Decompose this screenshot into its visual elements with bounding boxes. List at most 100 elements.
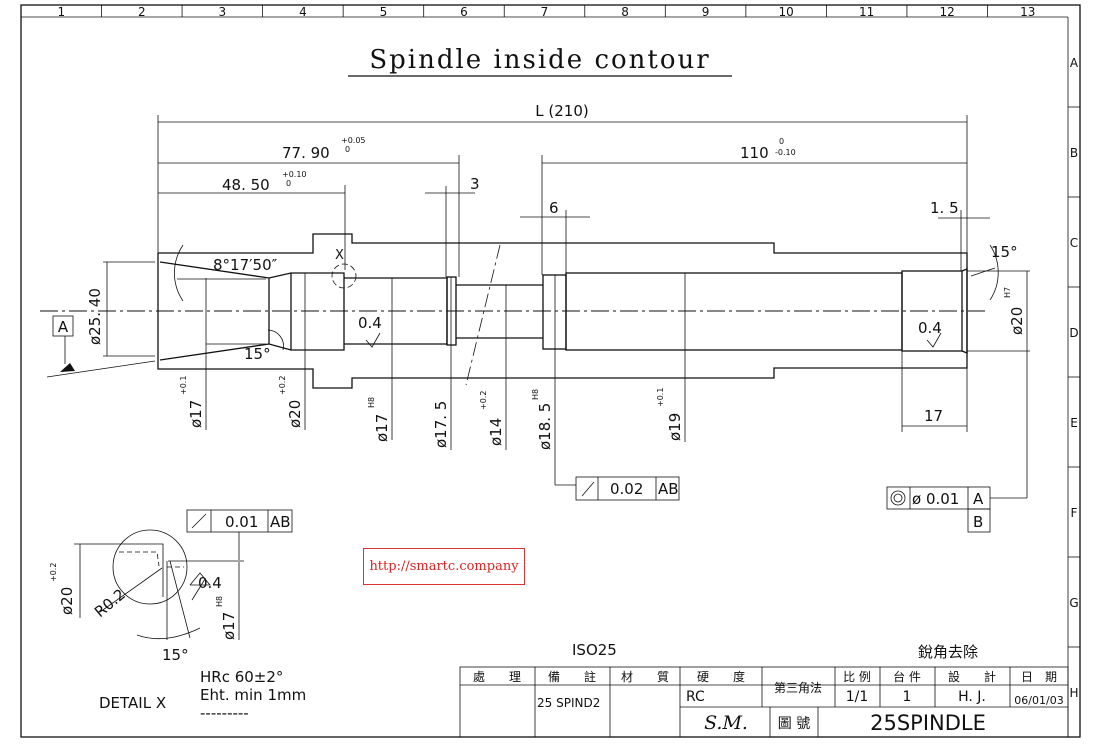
dim-6: 6 <box>549 199 559 217</box>
svg-text:圖 號: 圖 號 <box>778 716 810 732</box>
svg-text:0.4: 0.4 <box>198 574 222 592</box>
dim-3: 3 <box>470 175 480 193</box>
svg-text:ø20: ø20 <box>286 400 304 428</box>
ruler-number: 1 <box>57 5 65 19</box>
hardness-note: HRc 60±2° <box>200 668 283 686</box>
svg-text:+0.1: +0.1 <box>656 388 665 407</box>
svg-text:ø 0.01: ø 0.01 <box>912 490 959 508</box>
ruler-letter: B <box>1070 146 1078 160</box>
roughness-symbol <box>365 332 381 348</box>
dim-17: 17 <box>924 407 943 425</box>
roughness-value: 0.4 <box>358 314 382 332</box>
svg-text:+0.2: +0.2 <box>479 391 488 410</box>
drawing-title: Spindle inside contour <box>369 45 710 75</box>
dim-48-50: 48. 50 <box>222 176 270 194</box>
svg-text:AB: AB <box>270 513 291 531</box>
spindle-outline <box>40 233 985 389</box>
svg-text:+0.2: +0.2 <box>278 376 287 395</box>
svg-text:0.01: 0.01 <box>225 513 258 531</box>
svg-text:備 註: 備 註 <box>548 669 596 684</box>
ruler-number: 4 <box>299 5 307 19</box>
svg-text:ø17: ø17 <box>373 414 391 442</box>
detail-x-marker: X <box>335 248 344 263</box>
svg-text:S.M.: S.M. <box>704 712 748 734</box>
svg-text:ø18. 5: ø18. 5 <box>536 403 554 450</box>
datum-a-label: A <box>58 318 69 336</box>
svg-text:ø20: ø20 <box>1008 307 1026 335</box>
svg-text:B: B <box>973 513 983 531</box>
svg-text:ø17. 5: ø17. 5 <box>432 401 450 448</box>
svg-text:H8: H8 <box>531 389 540 400</box>
tol-lower: -0.10 <box>775 148 796 157</box>
svg-text:H. J.: H. J. <box>958 689 986 705</box>
svg-text:A: A <box>973 490 984 508</box>
svg-text:處 理: 處 理 <box>473 670 521 684</box>
svg-text:R0.2: R0.2 <box>91 585 129 621</box>
svg-text:ø19: ø19 <box>666 413 684 441</box>
dim-1-5: 1. 5 <box>930 199 959 217</box>
runout-arrow-icon <box>581 481 595 497</box>
ruler-letter: D <box>1069 326 1078 340</box>
svg-text:DETAIL X: DETAIL X <box>99 694 166 712</box>
svg-text:0.02: 0.02 <box>610 480 643 498</box>
svg-text:ø14: ø14 <box>487 418 505 446</box>
svg-text:06/01/03: 06/01/03 <box>1014 694 1063 707</box>
svg-text:25 SPIND2: 25 SPIND2 <box>537 696 600 710</box>
title-block: 處 理 備 註 材 質 硬 度 第三角法 比 例 台 件 設 計 日 期 25 … <box>459 666 1069 738</box>
ruler-letter: H <box>1069 686 1078 700</box>
svg-text:25SPINDLE: 25SPINDLE <box>870 711 986 735</box>
svg-text:AB: AB <box>658 480 679 498</box>
concentricity-frame: ø 0.01 A B <box>886 486 991 533</box>
dim-77-90: 77. 90 <box>282 144 330 162</box>
tol-upper: 0 <box>779 137 784 146</box>
svg-text:1: 1 <box>903 689 912 705</box>
dimension-lines <box>46 115 1030 499</box>
svg-text:ø17: ø17 <box>187 400 205 428</box>
roughness-symbol <box>926 332 942 348</box>
svg-text:15°: 15° <box>162 646 189 664</box>
svg-text:ø17: ø17 <box>220 612 238 640</box>
svg-text:設 計: 設 計 <box>948 669 996 684</box>
svg-text:台 件: 台 件 <box>893 669 921 684</box>
datum-triangle <box>60 363 75 372</box>
svg-text:ø25. 40: ø25. 40 <box>86 288 104 345</box>
runout-arrow-icon <box>191 513 207 529</box>
ruler-number: 7 <box>541 5 549 19</box>
svg-text:材 質: 材 質 <box>621 669 669 684</box>
svg-text:ø20: ø20 <box>58 587 76 615</box>
ruler-letter: C <box>1070 236 1078 250</box>
ruler-letter: E <box>1070 416 1078 430</box>
svg-text:+0.1: +0.1 <box>179 376 188 395</box>
ruler-number: 8 <box>621 5 629 19</box>
dim-angle-15: 15° <box>244 345 271 363</box>
case-depth-note: Eht. min 1mm <box>200 686 306 704</box>
svg-text:H8: H8 <box>215 596 224 607</box>
tol-upper: +0.10 <box>282 170 307 179</box>
svg-text:+0.2: +0.2 <box>49 563 58 582</box>
dim-110: 110 <box>740 144 769 162</box>
watermark-link[interactable]: http://smartc.company <box>363 548 525 585</box>
ruler-letter: G <box>1069 596 1078 610</box>
diameter-labels: ø25. 40 ø17 +0.1 ø20 +0.2 ø17 H8 ø17. 5 … <box>86 287 1026 450</box>
dim-taper-angle: 8°17′50″ <box>213 256 278 274</box>
svg-text:第三角法: 第三角法 <box>774 681 822 695</box>
ruler-number: 5 <box>380 5 388 19</box>
tol-lower: 0 <box>345 145 350 154</box>
ruler-number: 12 <box>940 5 955 19</box>
ruler-number: 2 <box>138 5 146 19</box>
tol-upper: +0.05 <box>341 136 366 145</box>
ruler-number: 13 <box>1020 5 1035 19</box>
svg-text:RC: RC <box>686 689 705 705</box>
runout-frame-002: 0.02 AB <box>575 476 680 501</box>
roughness-value: 0.4 <box>918 319 942 337</box>
svg-text:H7: H7 <box>1003 287 1012 298</box>
dim-angle-15: 15° <box>991 243 1018 261</box>
ruler-letter: A <box>1070 56 1079 70</box>
deburr-note: 銳角去除 <box>918 643 978 661</box>
dim-overall-length: L (210) <box>535 102 588 120</box>
note-underline: --------- <box>200 704 249 722</box>
ruler-number: 9 <box>702 5 710 19</box>
